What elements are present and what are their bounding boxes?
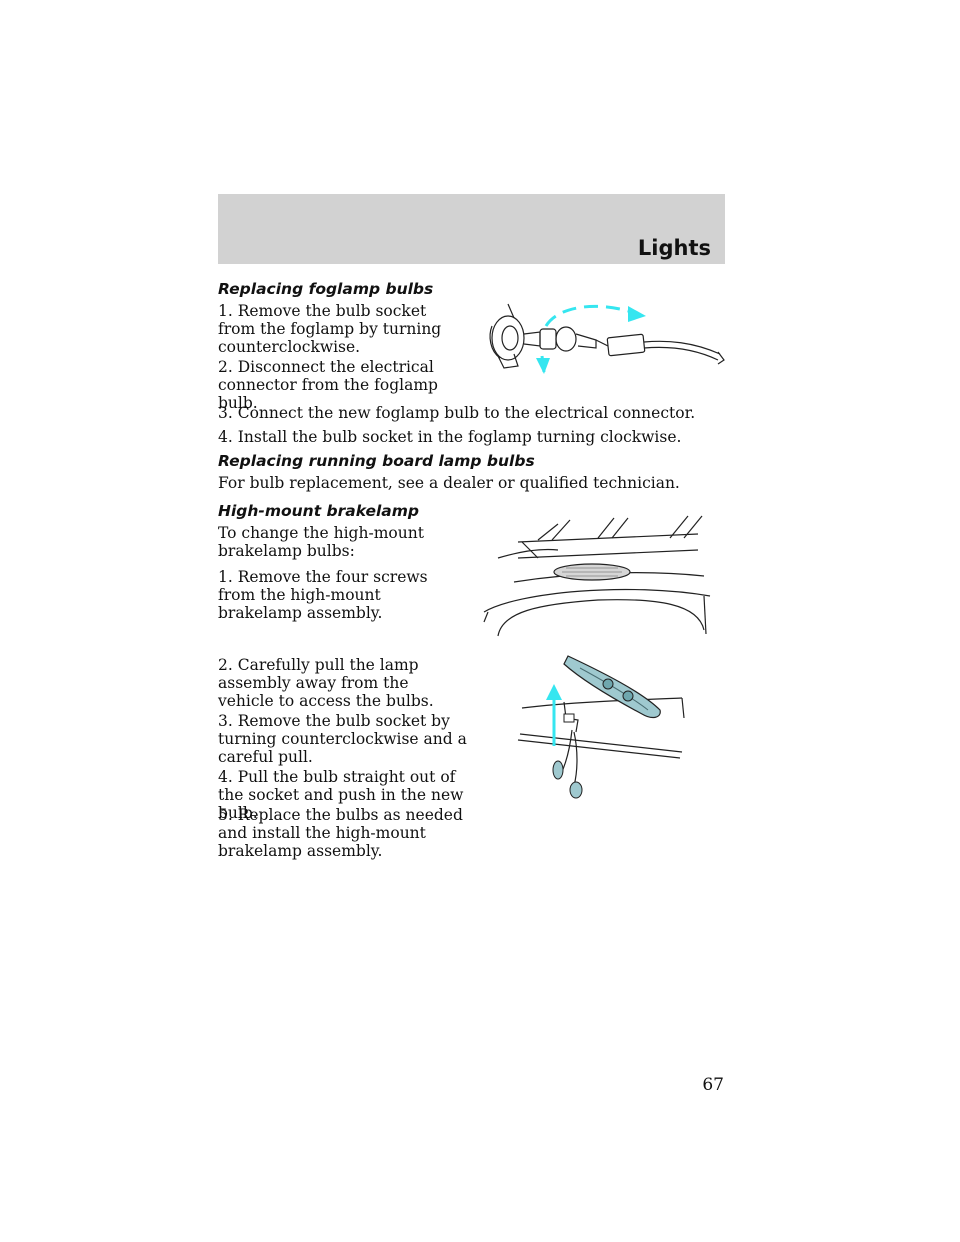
page-number: 67 (702, 1075, 724, 1095)
foglamp-step-3: 3. Connect the new foglamp bulb to the e… (218, 404, 696, 422)
brakelamp-step-1: 1. Remove the four screws from the high-… (218, 568, 428, 622)
brakelamp-intro: To change the high-mount brakelamp bulbs… (218, 524, 424, 560)
section-header-band: Lights (218, 194, 725, 264)
running-board-text: For bulb replacement, see a dealer or qu… (218, 474, 680, 492)
brakelamp-removal-illustration (517, 655, 685, 799)
foglamp-bulb-illustration (489, 303, 725, 374)
brakelamp-step-2: 2. Carefully pull the lamp assembly away… (218, 656, 434, 710)
brakelamp-step-4: 4. Pull the bulb straight out of the soc… (218, 768, 464, 822)
brakelamp-step-5: 5. Replace the bulbs as needed and insta… (218, 806, 463, 860)
brakelamp-heading: High-mount brakelamp (218, 502, 420, 520)
foglamp-step-2: 2. Disconnect the electrical connector f… (218, 358, 438, 412)
brakelamp-location-illustration (483, 515, 711, 637)
section-title: Lights (637, 236, 711, 260)
foglamp-heading: Replacing foglamp bulbs (218, 280, 434, 298)
brakelamp-step-3: 3. Remove the bulb socket by turning cou… (218, 712, 467, 766)
running-board-heading: Replacing running board lamp bulbs (218, 452, 535, 470)
foglamp-step-4: 4. Install the bulb socket in the foglam… (218, 428, 682, 446)
foglamp-step-1: 1. Remove the bulb socket from the fogla… (218, 302, 442, 356)
